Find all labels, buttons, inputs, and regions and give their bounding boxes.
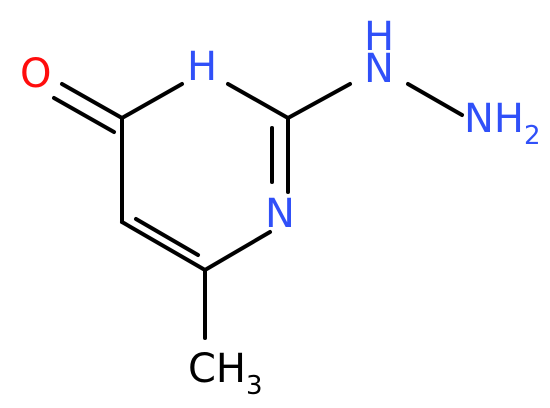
- bond-c2-nh: [286, 82, 352, 120]
- bond-c6-c5-1: [120, 220, 207, 272]
- hydrazine-nh-n-label: N: [364, 46, 394, 92]
- ch3-label: CH3: [188, 346, 263, 401]
- bond-c-o-2: [52, 96, 116, 134]
- bond-c4-n3: [120, 82, 184, 120]
- ring-nh-h-label: H: [187, 44, 217, 90]
- ch3-main: CH: [188, 346, 246, 392]
- nh2-label: NH2: [464, 96, 541, 151]
- ch3-subscript: 3: [246, 371, 263, 401]
- bond-n-n: [406, 82, 464, 117]
- bond-n1-c6: [203, 230, 272, 272]
- nh2-subscript: 2: [524, 121, 541, 151]
- bond-c6-c5-2: [134, 217, 200, 257]
- ring-n-label: N: [265, 191, 295, 237]
- bond-c-o-1: [60, 82, 124, 120]
- bonds: [52, 82, 464, 340]
- hydrazine-nh-h-label: H: [364, 14, 394, 60]
- nh2-main: NH: [464, 96, 524, 142]
- bond-n3-c2: [226, 82, 290, 120]
- oxygen-label: O: [20, 51, 51, 97]
